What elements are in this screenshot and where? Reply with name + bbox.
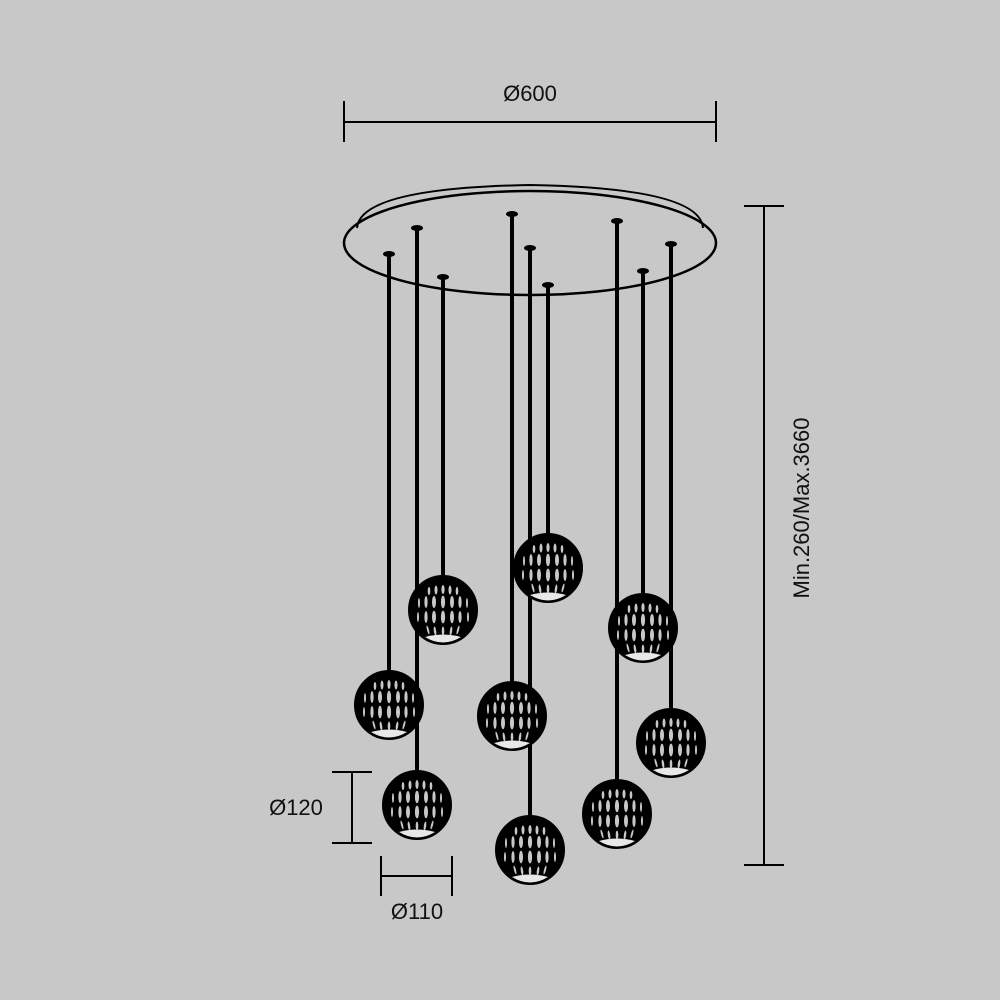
cord-anchor [506, 211, 518, 217]
pendant-1 [383, 251, 395, 675]
globe-shade-icon [477, 681, 547, 751]
pendant-8 [637, 268, 649, 598]
globe-shade-icon [608, 593, 678, 663]
globe-shade-icon [636, 708, 706, 778]
globe-shade-icon [495, 815, 565, 885]
globe-shade-icon [582, 779, 652, 849]
pendant-6 [542, 282, 554, 538]
shade-height-label: Ø120 [269, 795, 323, 820]
cord-anchor [383, 251, 395, 257]
globe-shade-icon [382, 770, 452, 840]
pendant-7 [611, 218, 623, 784]
cord-anchor [665, 241, 677, 247]
pendant-lights [354, 211, 706, 885]
globe-shade-icon [408, 575, 478, 645]
cord-anchor [524, 245, 536, 251]
cord-anchor [437, 274, 449, 280]
globe-shade-icon [354, 670, 424, 740]
cord-anchor [611, 218, 623, 224]
shade-height-dimension: Ø120 [269, 771, 372, 844]
pendant-4 [506, 211, 518, 686]
height-dimension: Min.260/Max.3660 [744, 205, 814, 866]
shade-width-label: Ø110 [391, 899, 443, 924]
pendant-3 [437, 274, 449, 580]
cord-anchor [637, 268, 649, 274]
cord-anchor [411, 225, 423, 231]
pendant-2 [411, 225, 423, 775]
canopy-diameter-dimension: Ø600 [343, 81, 717, 142]
canopy-diameter-label: Ø600 [503, 81, 557, 106]
shade-width-dimension: Ø110 [380, 856, 453, 924]
cord-anchor [542, 282, 554, 288]
height-label: Min.260/Max.3660 [789, 418, 814, 599]
globe-shade-icon [513, 533, 583, 603]
